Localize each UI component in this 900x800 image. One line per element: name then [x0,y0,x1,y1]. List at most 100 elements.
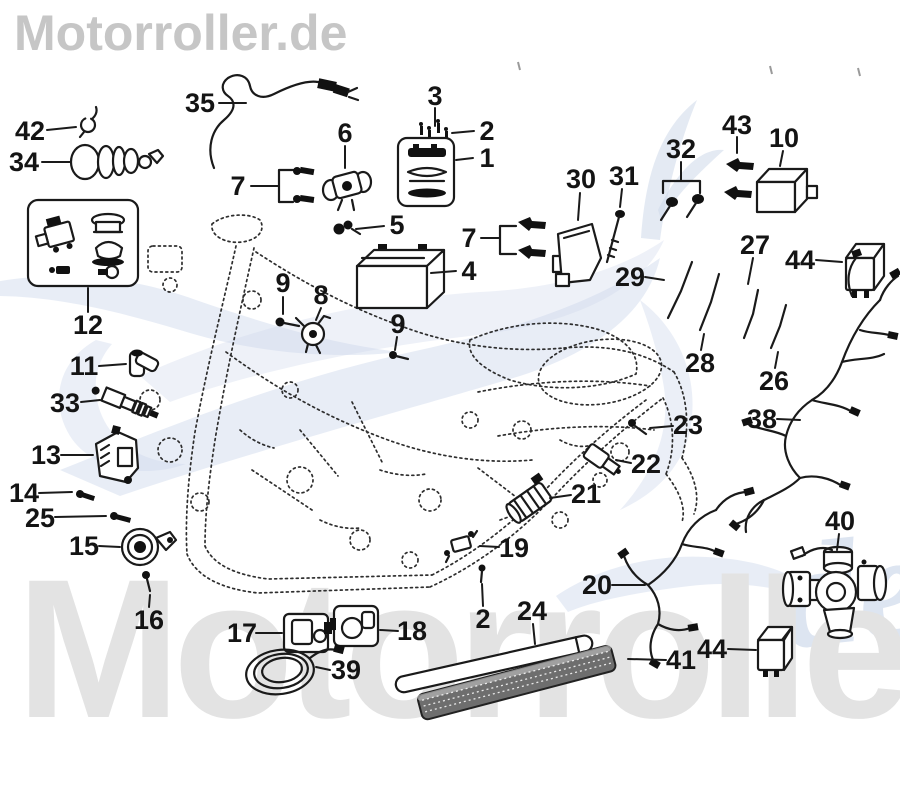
part-9-bolt-right-drawing [389,351,410,361]
part-11-elbow-drawing [128,349,160,378]
part-35-cable-drawing [209,74,360,170]
callout-44: 44 [785,245,815,275]
leader-28 [700,333,705,351]
callout-38: 38 [747,404,777,434]
callout-10: 10 [769,123,799,153]
part-21-connector-drawing [505,472,553,524]
callout-11: 11 [70,351,99,381]
callout-20: 20 [582,570,612,600]
callout-3: 3 [427,81,442,111]
leader-9 [394,336,398,351]
leader-44 [815,259,843,263]
watermark-text: Motorroller [16,538,900,759]
callout-1: 1 [479,143,494,173]
callout-34: 34 [9,147,39,177]
callout-27: 27 [740,230,770,260]
part-7-bolts-upper-drawing [277,166,315,204]
callout-29: 29 [615,262,645,292]
part-34-lock-cylinder-drawing [69,143,165,181]
part-29-rod-drawing [666,260,694,320]
leader-2 [451,130,475,134]
leader-33 [80,399,101,403]
part-44-relay-lower-drawing [756,625,794,677]
leader-19 [479,545,500,548]
callout-19: 19 [499,533,529,563]
swoosh-band-left [0,276,400,356]
part-31-bolt-drawing [605,210,625,264]
part-40-throttle-body-drawing [781,545,888,640]
leader-23 [649,425,674,429]
leader-1 [455,157,474,161]
leader-24 [532,623,536,645]
part-25-screw-drawing [110,512,132,523]
callout-30: 30 [566,164,596,194]
leader-5 [355,225,385,230]
part-9-bolt-left-drawing [275,317,301,328]
callout-32: 32 [666,134,696,164]
leader-8 [315,307,322,321]
leader-44 [727,648,757,651]
callout-2: 2 [475,604,490,634]
leader-18 [379,629,399,632]
part-10-relay-drawing [755,167,819,214]
callout-39: 39 [331,655,361,685]
part-22-sensor-drawing [582,443,621,476]
leader-27 [747,257,754,285]
part-15-horn-drawing [120,527,178,567]
callout-26: 26 [759,366,789,396]
leader-40 [836,533,840,551]
callout-5: 5 [389,210,404,240]
leader-29 [644,276,665,281]
part-14-screw-drawing [76,490,96,502]
callout-18: 18 [397,616,427,646]
leader-22 [615,459,632,464]
callout-9: 9 [390,309,405,339]
site-logo: Motorroller.de [14,5,348,61]
leader-41 [627,658,667,661]
callout-44: 44 [697,634,727,664]
leader-4 [430,270,457,274]
leader-39 [315,666,331,671]
callout-6: 6 [337,118,352,148]
part-12-kit-box-drawing [26,198,140,288]
part-2-screw-drawing [478,564,486,584]
callout-28: 28 [685,348,715,378]
callout-7: 7 [230,171,245,201]
part-7-bolts-lower-drawing [498,217,546,259]
leader-25 [54,515,107,518]
scooter-frame-sketch [139,214,698,594]
callout-43: 43 [722,110,752,140]
callout-13: 13 [31,440,61,470]
part-20-harness-drawing [617,486,755,669]
tick-marks [517,61,861,77]
part-43-bolts-drawing [724,158,754,200]
part-26-rod-drawing [769,303,788,350]
part-41-sleeve-drawing [417,645,617,721]
leader-38 [776,418,801,421]
part-27-rod-drawing [742,288,760,340]
part-3-fasteners-drawing [419,119,448,139]
callout-2: 2 [479,116,494,146]
part-13-coil-drawing [94,425,140,484]
part-18-switch-drawing [330,604,380,648]
part-6-sensor-drawing [321,170,373,212]
swoosh-curl-right [620,300,693,510]
part-42-clip-drawing [78,105,98,139]
leader-21 [549,494,572,499]
part-28-rod-drawing [698,272,721,332]
swoosh-arc-bottom [556,556,830,612]
part-1-kit-box-drawing [396,136,456,208]
leader-31 [619,188,623,208]
part-4-battery-drawing [355,244,446,310]
part-19-bracket-drawing [444,529,479,564]
swoosh-loop-left [58,340,186,472]
callout-41: 41 [666,645,696,675]
callout-22: 22 [631,449,661,479]
leader-14 [38,491,73,494]
part-33-spark-plug-drawing [91,386,159,419]
part-30-ecu-drawing [551,222,603,288]
